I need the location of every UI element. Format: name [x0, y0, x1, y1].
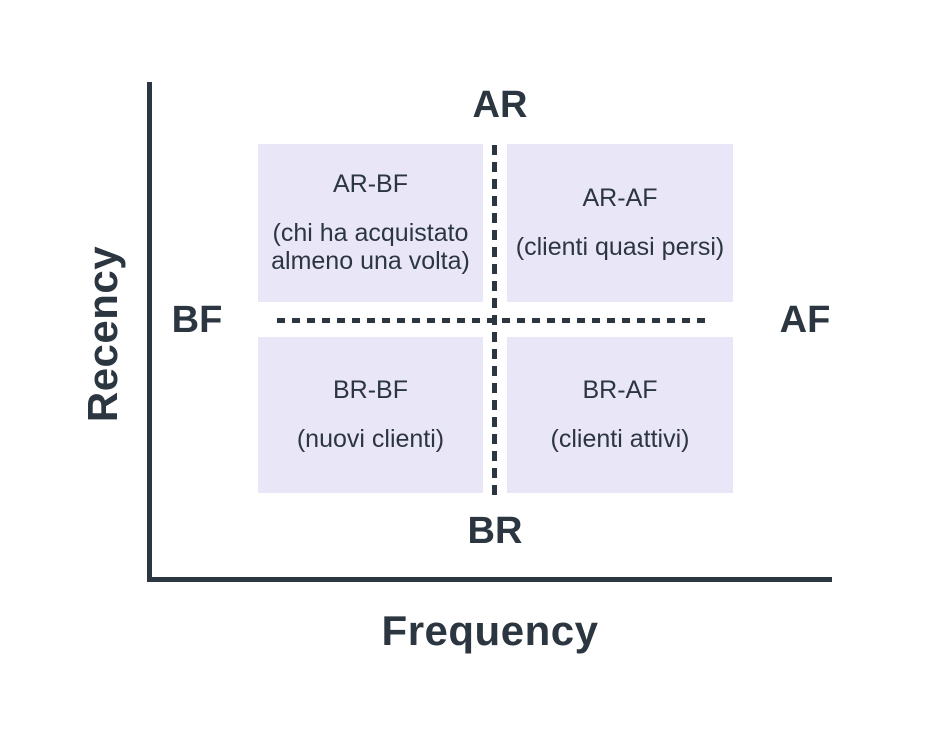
x-axis-title: Frequency: [381, 607, 599, 654]
quadrant-title: BR-AF: [582, 376, 658, 405]
quadrant-description: (clienti quasi persi): [515, 233, 725, 261]
y-axis-title: Recency: [79, 245, 126, 423]
x-axis-line: [147, 577, 832, 582]
pole-label-top: AR: [472, 84, 528, 126]
quadrant-description: (clienti attivi): [550, 425, 690, 453]
quadrant-title: BR-BF: [333, 376, 408, 405]
horizontal-dashed-divider: [277, 318, 710, 323]
quadrant-title: AR-BF: [333, 169, 408, 198]
pole-label-left: BF: [171, 299, 223, 341]
quadrant-ar-bf: AR-BF (chi ha acquistato almeno una volt…: [258, 144, 483, 302]
quadrant-ar-af: AR-AF (clienti quasi persi): [507, 144, 733, 302]
quadrant-title: AR-AF: [582, 184, 658, 213]
pole-label-right: AF: [779, 299, 831, 341]
pole-label-bottom: BR: [467, 510, 523, 552]
y-axis-line: [147, 82, 152, 582]
quadrant-description: (nuovi clienti): [296, 425, 445, 453]
quadrant-description: (chi ha acquistato almeno una volta): [271, 218, 470, 276]
quadrant-br-bf: BR-BF (nuovi clienti): [258, 337, 483, 493]
quadrant-br-af: BR-AF (clienti attivi): [507, 337, 733, 493]
